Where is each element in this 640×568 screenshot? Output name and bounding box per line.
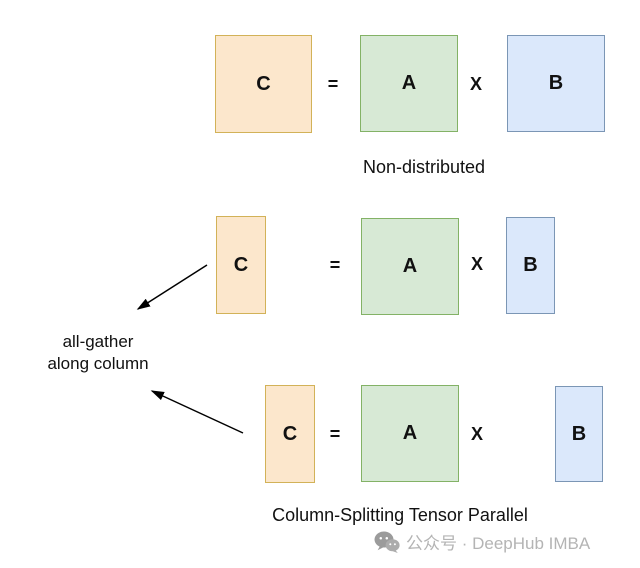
all-gather-annotation-line1: all-gather	[62, 332, 134, 351]
caption-non-distributed: Non-distributed	[362, 157, 486, 177]
all-gather-arrow-lower	[150, 390, 244, 434]
equals-sign-row2: =	[329, 255, 341, 275]
matrix-a-full-box: A	[360, 35, 458, 132]
matrix-a-shard1-box: A	[361, 218, 459, 315]
watermark-text: 公众号 · DeepHub IMBA	[406, 534, 591, 553]
matrix-b-shard1-box: B	[506, 217, 555, 314]
matrix-b-full-box: B	[507, 35, 605, 132]
matrix-b-shard1-label: B	[523, 254, 538, 276]
matrix-c-shard2-box: C	[265, 385, 315, 483]
matrix-c-shard1-box: C	[216, 216, 266, 314]
all-gather-arrow-upper	[136, 264, 208, 310]
caption-column-splitting: Column-Splitting Tensor Parallel	[272, 505, 528, 525]
equals-sign-row1: =	[327, 74, 339, 94]
equals-sign-row3: =	[329, 424, 341, 444]
wechat-icon	[374, 531, 400, 553]
matrix-c-shard2-label: C	[282, 422, 298, 445]
matrix-a-full-label: A	[401, 72, 417, 94]
matrix-a-shard1-label: A	[402, 255, 418, 277]
all-gather-annotation-line2: along column	[47, 354, 149, 373]
matrix-c-full-label: C	[256, 72, 271, 95]
matrix-b-shard2-label: B	[571, 422, 587, 445]
matrix-c-full-box: C	[215, 35, 312, 133]
matrix-b-full-label: B	[548, 72, 564, 94]
multiply-sign-row1: X	[469, 74, 482, 94]
matrix-c-shard1-label: C	[233, 253, 249, 276]
all-gather-annotation: all-gather along column	[8, 331, 188, 375]
matrix-a-shard2-box: A	[361, 385, 459, 482]
multiply-sign-row3: X	[470, 424, 483, 444]
matrix-a-shard2-label: A	[402, 422, 418, 444]
multiply-sign-row2: X	[470, 254, 483, 274]
watermark: 公众号 · DeepHub IMBA	[374, 529, 590, 554]
matrix-b-shard2-box: B	[555, 386, 603, 482]
